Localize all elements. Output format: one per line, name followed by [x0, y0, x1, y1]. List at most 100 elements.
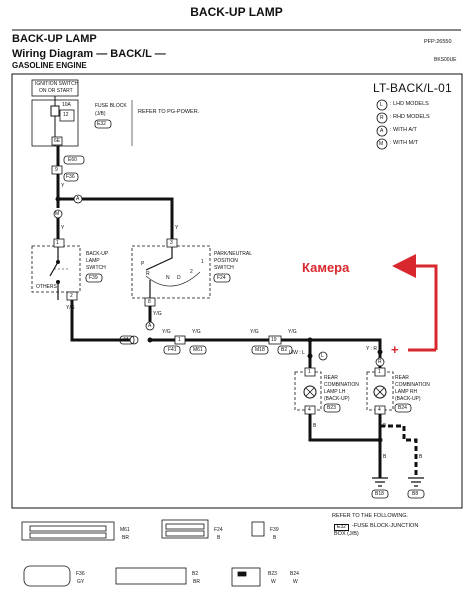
- legend-l-bubble: [376, 99, 388, 111]
- wire-b-label-1: B: [313, 423, 317, 429]
- view-b24-id: B24: [290, 571, 299, 577]
- view-b24-color: W: [293, 579, 298, 585]
- pnp-connector: F24: [217, 275, 226, 281]
- diagram-title: Wiring Diagram — BACK/L —: [12, 48, 166, 60]
- pnp-pos-n: N: [166, 275, 170, 281]
- view-b23-color: W: [271, 579, 276, 585]
- wire-b-ground-alt: [380, 424, 418, 478]
- fuse-connector: E32: [97, 121, 106, 127]
- b2-connector-tag: [277, 345, 293, 355]
- view-b23-id: B23: [268, 571, 277, 577]
- e32-connector-tag: [94, 119, 112, 129]
- bus-pin-1: 1: [178, 337, 181, 343]
- e60-connector-tag: [63, 155, 85, 165]
- lamp-lh-line1: REAR: [324, 375, 338, 381]
- fuse-block-label2: (J/B): [95, 111, 106, 117]
- legend-l-symbol: L: [380, 102, 383, 108]
- f41-label: F41: [168, 347, 177, 353]
- view-m61-id: M61: [120, 527, 130, 533]
- diagram-id: LT-BACK/L-01: [373, 81, 452, 95]
- m-tag: [119, 335, 135, 345]
- option-a-marker: [73, 194, 83, 204]
- footer-refer: REFER TO THE FOLLOWING.: [332, 513, 409, 519]
- camera-plus: +: [391, 342, 399, 357]
- option-a-marker-bottom: [145, 321, 155, 331]
- view-f36-color: GY: [77, 579, 85, 585]
- option-r-marker: [375, 357, 385, 367]
- lamp-rh-pin-1: [374, 367, 386, 377]
- lamp-rh-line3: LAMP RH: [395, 389, 418, 395]
- terminal-6e-box: [51, 136, 63, 146]
- pnp-pos-1: 1: [201, 259, 204, 265]
- lamp-lh-bulb: [303, 385, 317, 399]
- view-f39-color: B: [273, 535, 277, 541]
- lamp-rh-box: [366, 371, 394, 411]
- lamp-lh-line3: LAMP LH: [324, 389, 346, 395]
- backup-others: OTHERS: [36, 284, 57, 290]
- b8-connector-tag: [407, 489, 425, 499]
- pnp-line3: SWITCH: [214, 265, 234, 271]
- backup-switch-connector: F39: [89, 275, 98, 281]
- pnp-pin-8: 8: [148, 299, 151, 305]
- option-r: R: [378, 359, 382, 365]
- fuse-no-box: [59, 109, 75, 122]
- pnp-pos-2: 2: [190, 269, 193, 275]
- f39-connector-tag: [85, 273, 103, 283]
- legend-a-bubble: [376, 125, 388, 137]
- wire-b-label-3: B: [383, 454, 387, 460]
- connector-views: [21, 519, 265, 587]
- rh-pin-1: 1: [378, 369, 381, 375]
- lamp-lh-line2: COMBINATION: [324, 382, 359, 388]
- rh-pin-4: 4: [378, 407, 381, 413]
- legend-a-text: : WITH A/T: [390, 127, 417, 133]
- lh-pin-4: 4: [308, 407, 311, 413]
- fuse-no: 12: [63, 112, 69, 118]
- pnp-switch-contact: [145, 247, 173, 298]
- b2-label: B2: [281, 347, 288, 353]
- b18-connector-tag: [371, 489, 389, 499]
- camera-label: Камера: [302, 260, 350, 275]
- option-m-bottom: M: [124, 337, 129, 343]
- m61-label: M61: [193, 347, 203, 353]
- legend-l-text: : LHD MODELS: [390, 101, 429, 107]
- footer-ref-conn: E32: [334, 524, 349, 531]
- wire-lw-l-label: L/W : L: [289, 350, 305, 356]
- wire-yg-label-3: Y/G: [162, 329, 171, 335]
- engine-label: GASOLINE ENGINE: [12, 61, 87, 70]
- backup-switch-line2: LAMP: [86, 258, 100, 264]
- backup-switch-box: [31, 245, 81, 293]
- pnp-switch-box: [131, 245, 211, 299]
- wire-y-to-pnp: [58, 197, 174, 240]
- small-ref: BKS00UE: [434, 57, 457, 63]
- wire-b-lh-ground: [308, 414, 380, 442]
- lamp-lh-connector: B23: [327, 405, 336, 411]
- b18-label: B18: [375, 491, 384, 497]
- wire-yg-backup-out: [70, 300, 130, 342]
- wire-y-r-label: Y : R: [366, 346, 378, 352]
- wire-yg-label-2: Y/G: [153, 311, 162, 317]
- fuse-block-label: FUSE BLOCK: [95, 103, 127, 109]
- pin-1b-box: [174, 335, 186, 345]
- pnp-pos-d: D: [177, 275, 181, 281]
- legend-m-bubble: [376, 138, 388, 150]
- backup-pin-2: 2: [70, 293, 73, 299]
- m18-connector-tag: [251, 345, 269, 355]
- option-l: L: [321, 353, 324, 359]
- f36-connector-tag: [63, 172, 79, 182]
- backup-pin-1: 1: [56, 240, 59, 246]
- wire-yg-label-4: Y/G: [192, 329, 201, 335]
- b23-connector-tag: [323, 403, 341, 413]
- lamp-rh-bulb: [373, 385, 387, 399]
- ignition-line2: ON OR START: [39, 88, 73, 94]
- backup-switch-line1: BACK-UP: [86, 251, 109, 257]
- wire-y-label-3: Y: [175, 225, 179, 231]
- lamp-rh-line1: REAR: [395, 375, 409, 381]
- legend-m-symbol: M: [379, 141, 384, 147]
- lamp-rh-line4: (BACK-UP): [395, 396, 421, 402]
- view-f24-id: F24: [214, 527, 223, 533]
- view-f24-color: B: [217, 535, 221, 541]
- pnp-line2: POSITION: [214, 258, 238, 264]
- option-m-top: M: [55, 211, 60, 217]
